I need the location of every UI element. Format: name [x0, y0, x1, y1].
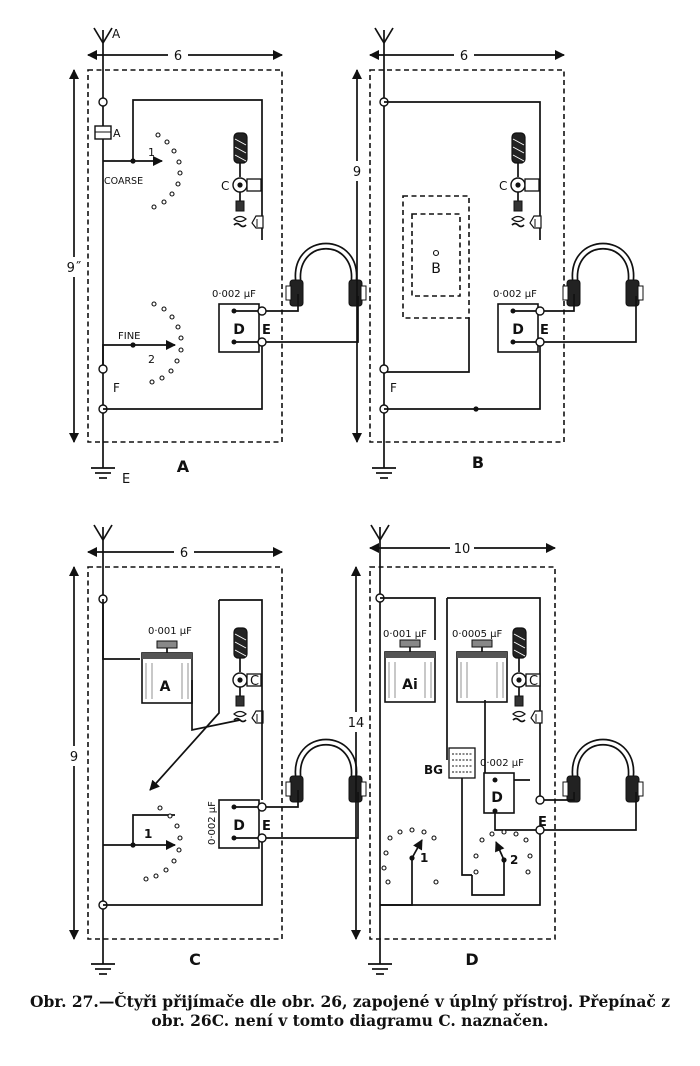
panel-c-D-label: D: [233, 818, 245, 834]
panel-a-antenna-label: A: [112, 27, 121, 41]
panel-b-D-label: D: [512, 322, 524, 338]
panel-a-label: A: [177, 457, 190, 476]
panel-d-label: D: [465, 950, 478, 969]
crystal-detector-icon: [232, 132, 264, 229]
panel-a: 6 9˝ A A 1 COARSE C FINE 2: [66, 27, 367, 487]
panel-b: 6 9 B C F 0·002 µF D E B: [349, 27, 644, 479]
antenna-icon: [370, 524, 390, 568]
coarse-switch-studs: [151, 132, 183, 210]
panel-d-width-label: 10: [454, 542, 471, 557]
panel-d-BG-label: BG: [424, 763, 443, 777]
panel-b-F-label: F: [390, 381, 397, 395]
panel-a-coarse-label: COARSE: [104, 176, 143, 187]
panel-c-switch1-label: 1: [144, 827, 152, 841]
antenna-icon: [374, 27, 394, 71]
panel-c-E-label: E: [262, 819, 271, 834]
panel-c: 6 9 0·001 µF A C 1 0·002 µF: [66, 524, 367, 975]
headphones-icon: [562, 738, 644, 803]
panel-d-cap2-label: 0·0005 µF: [452, 629, 503, 640]
panel-b-cap-label: 0·002 µF: [493, 289, 537, 300]
tuning-switch-studs: [143, 805, 183, 882]
phone-condenser-icon: [218, 303, 260, 353]
figure-caption: Obr. 27.—Čtyři přijímače dle obr. 26, za…: [29, 992, 670, 1030]
panel-d-Ai-label: Ai: [402, 677, 418, 693]
panel-c-cap-side-label: 0·002 µF: [207, 801, 218, 845]
fine-switch-arm: [102, 339, 177, 365]
panel-a-ground-label: E: [122, 472, 130, 487]
panel-b-width-label: 6: [460, 49, 468, 64]
panel-c-cap-top-label: 0·001 µF: [148, 626, 192, 637]
ground-icon: [90, 467, 116, 479]
grid-leak-icon: [448, 747, 476, 779]
panel-a-baseboard: [87, 69, 283, 443]
panel-a-height-label: 9˝: [67, 261, 82, 276]
phone-condenser-icon: [218, 799, 260, 849]
panel-c-baseboard: [87, 566, 283, 940]
ground-icon: [367, 963, 393, 975]
panel-c-height-label: 9: [70, 750, 78, 765]
variable-condenser-icon: [456, 639, 508, 703]
panel-a-width-label: 6: [174, 49, 182, 64]
panel-c-Ai-label: A: [160, 679, 171, 695]
ground-icon: [90, 963, 116, 975]
panel-a-cap-label: 0·002 µF: [212, 289, 256, 300]
phone-condenser-icon: [483, 772, 515, 814]
panel-d: 10 14 0·001 µF Ai 0·0005 µF C BG 0·002 µ…: [346, 524, 644, 975]
panel-d-cap1-label: 0·001 µF: [383, 629, 427, 640]
panel-d-detector-label: C: [529, 674, 538, 689]
switch-2-arm: [495, 841, 505, 861]
panel-d-D-label: D: [491, 790, 503, 806]
antenna-icon: [93, 524, 113, 568]
switch-1-arm: [411, 839, 423, 859]
panel-a-fine-label: FINE: [118, 331, 141, 342]
antenna-terminal: [98, 97, 108, 107]
panel-b-detector-label: C: [499, 179, 507, 193]
switch-1-studs: [381, 827, 439, 885]
panel-a-D-label: D: [233, 322, 245, 338]
panel-c-label: C: [189, 950, 201, 969]
panel-b-label: B: [472, 453, 484, 472]
panel-a-switch2-label: 2: [148, 353, 155, 366]
panel-c-detector-label: C: [250, 674, 259, 689]
panel-a-E-label: E: [262, 323, 271, 338]
panel-d-height-label: 14: [348, 716, 365, 731]
panel-d-E-label: E: [538, 815, 547, 830]
panel-d-switch2-label: 2: [510, 853, 518, 867]
crystal-detector-icon: [510, 132, 542, 229]
panel-d-baseboard: [369, 566, 556, 940]
panel-b-coil-label: B: [431, 261, 441, 277]
switch-2-studs: [473, 829, 533, 875]
panel-d-switch1-label: 1: [420, 851, 428, 865]
panel-c-width-label: 6: [180, 546, 188, 561]
panel-b-height-label: 9: [353, 165, 361, 180]
headphones-icon: [562, 242, 644, 307]
panel-b-E-label: E: [540, 323, 549, 338]
panel-b-baseboard: [369, 69, 565, 443]
ground-icon: [371, 467, 397, 479]
phone-condenser-icon: [497, 303, 539, 353]
panel-a-detector-label: C: [221, 179, 229, 193]
panel-d-cap3-label: 0·002 µF: [480, 758, 524, 769]
panel-a-condenser-label: A: [113, 127, 121, 140]
tuning-coil-outline: [402, 195, 470, 319]
panel-a-switch1-label: 1: [148, 146, 155, 159]
switch-lead: [149, 600, 220, 791]
fine-switch-studs: [149, 301, 184, 385]
panel-a-F-label: F: [113, 381, 120, 395]
antenna-icon: [93, 27, 113, 71]
